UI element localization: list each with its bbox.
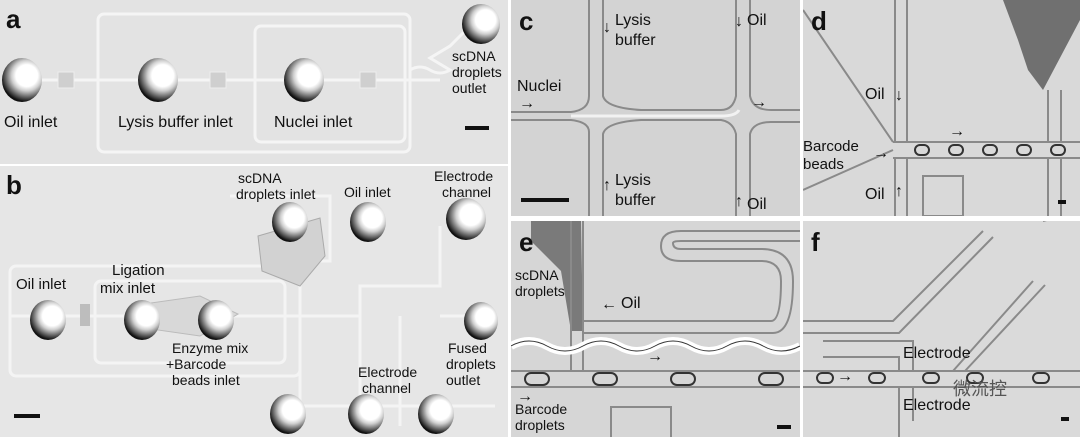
scdna-inlet-label-line2: droplets inlet [236, 186, 316, 202]
oil-top-label: Oil [865, 86, 885, 103]
lysis-top-line2: buffer [615, 32, 656, 49]
electrode-port-3 [418, 394, 454, 434]
lysis-inlet-label: Lysis buffer inlet [118, 114, 233, 131]
oil-inlet-top-port [350, 202, 386, 242]
barcode-droplets-line2: droplets [515, 417, 565, 433]
nuclei-label: Nuclei [517, 78, 562, 95]
barcode-droplets-line1: Barcode [515, 401, 568, 417]
lysis-top-arrow: ↓ [603, 19, 611, 36]
fused-outlet-line3: outlet [446, 372, 481, 388]
panel-e-micrograph [511, 221, 800, 437]
fused-outlet-line1: Fused [448, 340, 487, 356]
nuclei-inlet-label: Nuclei inlet [274, 114, 353, 131]
scdna-inlet-label-line1: scDNA [238, 170, 282, 186]
panel-b-scale-bar [14, 414, 40, 418]
panel-c-micrograph [511, 0, 800, 216]
oil-inlet-port [2, 58, 42, 102]
panel-label-a: a [6, 4, 21, 34]
lysis-bottom-line2: buffer [615, 192, 656, 209]
electrode-port-2 [348, 394, 384, 434]
panel-c: c ↓ Lysis buffer ↓ Oil Nuclei → → ↑ Lysi… [511, 0, 800, 216]
electrode-channel-bottom-line1: Electrode [358, 364, 418, 380]
electrode-port-1 [270, 394, 306, 434]
ligation-label-line1: Ligation [112, 262, 165, 279]
panel-label-d: d [811, 6, 827, 36]
oil-top-arrow: ↓ [895, 87, 903, 104]
panel-e-scale-bar [777, 425, 791, 429]
electrode-channel-top-line1: Electrode [434, 168, 494, 184]
nuclei-arrow: → [519, 95, 535, 112]
enzyme-label-line2: +Barcode [166, 356, 227, 372]
oil-bottom-arrow: ↑ [735, 193, 743, 210]
outlet-port [462, 4, 500, 44]
flow-right-arrow: → [837, 368, 853, 385]
oil-inlet-left-label: Oil inlet [16, 276, 67, 293]
nuclei-inlet-port [284, 58, 324, 102]
outlet-label-line1: scDNA [452, 48, 496, 64]
panel-label-b: b [6, 170, 22, 200]
panel-d-scale-bar [1058, 200, 1066, 204]
oil-top-arrow: ↓ [735, 13, 743, 30]
fused-outlet-port [464, 302, 498, 340]
lysis-top-line1: Lysis [615, 12, 651, 29]
barcode-arrow: → [517, 388, 533, 405]
scdna-inlet-port [272, 202, 308, 242]
oil-bottom-label: Oil [865, 186, 885, 203]
outlet-label-line2: droplets [452, 64, 502, 80]
lysis-bottom-arrow: ↑ [603, 177, 611, 194]
ligation-label-line2: mix inlet [100, 280, 156, 297]
oil-inlet-left-port [30, 300, 66, 340]
oil-label: Oil [621, 295, 641, 312]
oil-inlet-top-label: Oil inlet [344, 184, 391, 200]
outlet-label-line3: outlet [452, 80, 487, 96]
panel-f-scale-bar [1061, 417, 1069, 421]
fused-outlet-line2: droplets [446, 356, 496, 372]
panel-a-scale-bar [465, 126, 489, 130]
barcode-beads-line1: Barcode [803, 138, 859, 155]
scdna-droplets-line2: droplets [515, 283, 565, 299]
panel-label-e: e [519, 227, 534, 257]
flow-right-arrow: → [647, 348, 663, 365]
panel-f: f → Electrode Electrode 微流控 [803, 221, 1080, 437]
electrode-channel-top-line2: channel [442, 184, 492, 200]
enzyme-label-line1: Enzyme mix [172, 340, 249, 356]
panel-d: d Oil ↓ Barcode beads → → Oil ↑ [803, 0, 1080, 216]
enzyme-inlet-port [198, 300, 234, 340]
oil-bottom-arrow: ↑ [895, 183, 903, 200]
panel-b: b Oil inlet Ligation mix inlet Enzyme mi… [0, 166, 508, 437]
panel-label-f: f [811, 227, 820, 257]
flow-right-arrow: → [751, 94, 767, 111]
panel-f-micrograph [803, 221, 1080, 437]
panel-a-chip-schematic [20, 12, 472, 154]
oil-top-label: Oil [747, 12, 767, 29]
panel-label-c: c [519, 6, 534, 36]
lysis-bottom-line1: Lysis [615, 172, 651, 189]
panel-e: e scDNA droplets ← Oil → → Barcode dropl… [511, 221, 800, 437]
oil-inlet-label: Oil inlet [4, 114, 58, 131]
watermark-text: 微流控 [953, 379, 1007, 399]
barcode-beads-line2: beads [803, 156, 844, 173]
ligation-inlet-port [124, 300, 160, 340]
scdna-droplets-line1: scDNA [515, 267, 559, 283]
panel-d-micrograph [803, 0, 1080, 216]
electrode-top-label: Electrode [903, 345, 971, 362]
lysis-inlet-port [138, 58, 178, 102]
beads-arrow: → [873, 145, 889, 162]
enzyme-label-line3: beads inlet [172, 372, 240, 388]
electrode-channel-bottom-line2: channel [362, 380, 412, 396]
electrode-bottom-label: Electrode [903, 397, 971, 414]
flow-right-arrow: → [949, 123, 965, 140]
oil-arrow: ← [601, 296, 617, 313]
panel-a: a Oil inlet Lysis buffer inlet Nuclei in… [0, 0, 508, 164]
electrode-channel-top-port [446, 198, 486, 240]
oil-bottom-label: Oil [747, 196, 767, 213]
panel-c-scale-bar [521, 198, 569, 202]
